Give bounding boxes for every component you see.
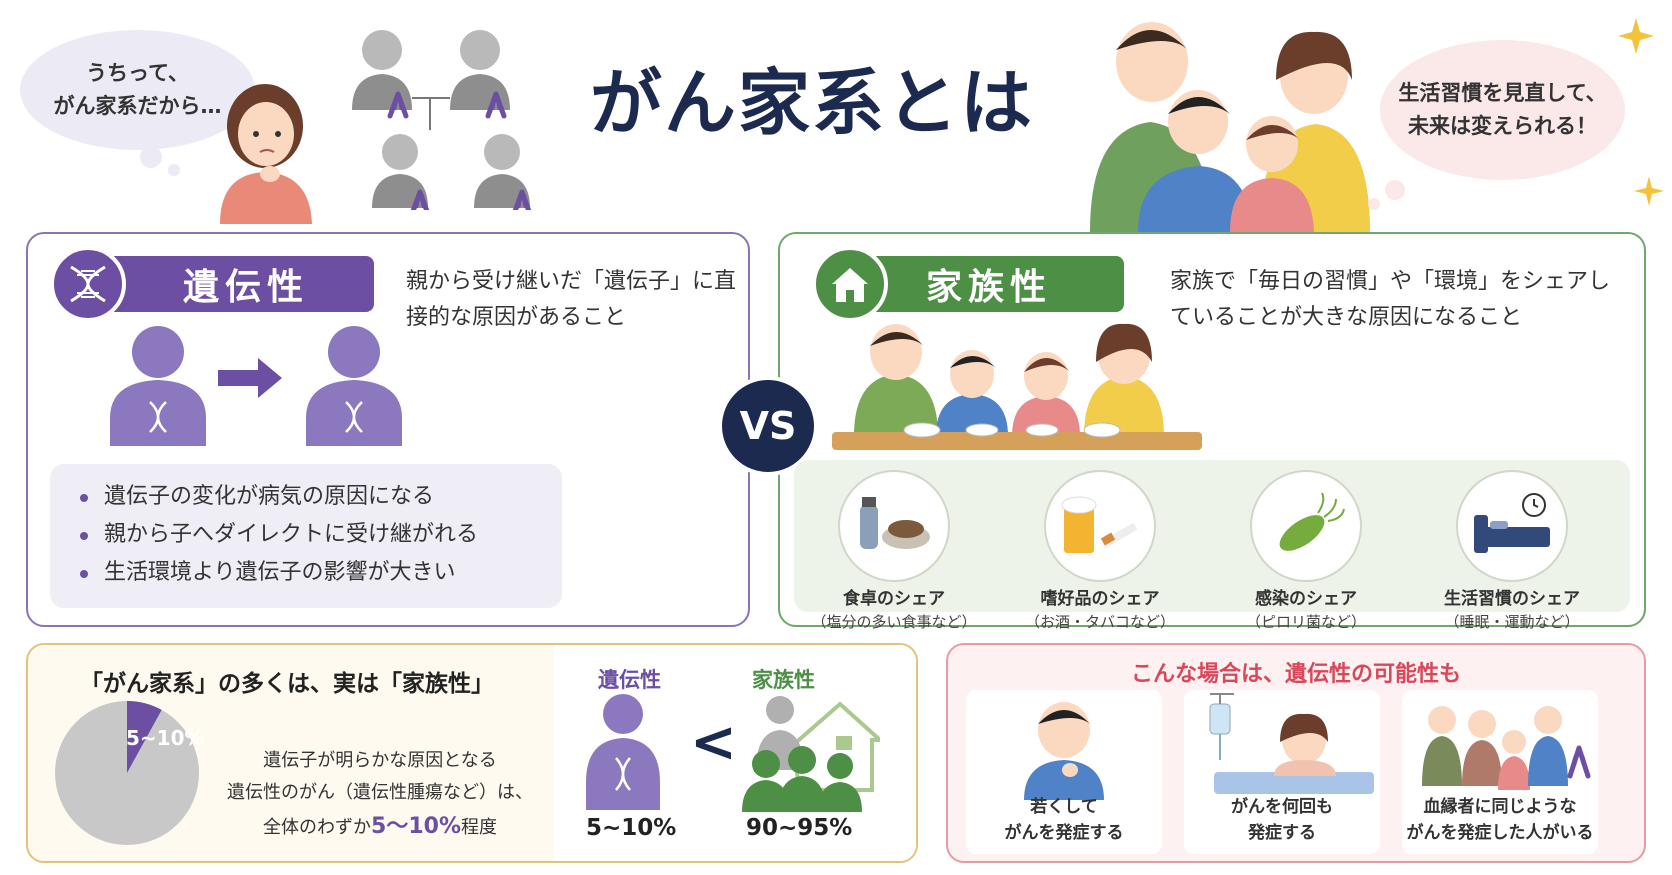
beer-cigarette-icon	[1044, 470, 1156, 582]
thought-bubble-right-text: 生活習慣を見直して、 未来は変えられる！	[1398, 81, 1607, 138]
vs-badge: VS	[718, 376, 818, 476]
salt-rice-icon	[838, 470, 950, 582]
case-text-line: 血縁者に同じような	[1423, 797, 1577, 817]
case-text: 若くして がんを発症する	[966, 795, 1162, 846]
ratio-heading: 「がん家系」の多くは、実は「家族性」	[80, 671, 494, 697]
case-card-young: 若くして がんを発症する	[966, 690, 1162, 854]
relatives-illustration	[1422, 706, 1591, 790]
case-text-line: がんを発症する	[1004, 822, 1124, 843]
case-text-line: がんを何回も	[1231, 797, 1333, 817]
ratio-text-percent: 5～10%	[371, 814, 461, 839]
familial-item-sub: （睡眠・運動など）	[1444, 613, 1580, 631]
compare-symbol: <	[690, 710, 737, 775]
familial-tag-label: 家族性	[926, 267, 1053, 308]
bubble-dot	[1368, 198, 1380, 210]
list-item: 生活環境より遺伝子の影響が大きい	[80, 554, 562, 592]
case-text-line: 若くして	[1030, 797, 1098, 817]
home-badge	[812, 246, 888, 322]
happy-family-illustration	[1090, 22, 1370, 232]
ratio-text-line: 全体のわずか5～10%程度	[220, 808, 540, 847]
bubble-dot	[140, 146, 162, 168]
bacteria-icon	[1250, 470, 1362, 582]
pie-label: 5~10%	[126, 726, 205, 750]
hereditary-description: 親から受け継いだ「遺伝子」に直接的な原因があること	[406, 269, 737, 331]
list-item: 親から子へダイレクトに受け継がれる	[80, 516, 562, 554]
familial-tag: 家族性	[848, 256, 1124, 312]
inheritance-illustration	[110, 326, 402, 446]
bed-clock-icon	[1456, 470, 1568, 582]
compare-familial-label: 家族性	[752, 668, 815, 692]
case-card-relatives: 血縁者に同じような がんを発症した人がいる	[1402, 690, 1598, 854]
familial-item-meals: 食卓のシェア （塩分の多い食事など）	[794, 460, 994, 632]
ratio-text-suffix: 程度	[460, 817, 497, 838]
case-text: がんを何回も 発症する	[1184, 795, 1380, 846]
dna-badge	[50, 246, 126, 322]
ratio-text-line: 遺伝子が明らかな原因となる	[263, 750, 497, 771]
ratio-text: 遺伝子が明らかな原因となる 遺伝性のがん（遺伝性腫瘍など）は、 全体のわずか5～…	[220, 745, 540, 847]
familial-item-label: 生活習慣のシェア	[1444, 589, 1580, 609]
thought-bubble-right: 生活習慣を見直して、 未来は変えられる！	[1380, 40, 1625, 180]
familial-item-sub: （ピロリ菌など）	[1245, 613, 1366, 631]
family-meal-illustration	[832, 323, 1202, 450]
home-icon	[832, 268, 868, 302]
case-text: 血縁者に同じような がんを発症した人がいる	[1402, 795, 1598, 846]
thought-bubble-left: うちって、 がん家系だから…	[20, 30, 255, 150]
familial-item-sub: （塩分の多い食事など）	[811, 613, 977, 631]
familial-item-vices: 嗜好品のシェア （お酒・タバコなど）	[1000, 460, 1200, 632]
hereditary-tag-label: 遺伝性	[183, 267, 310, 308]
dna-icon	[70, 265, 106, 303]
compare-familial-value: 90~95%	[746, 815, 853, 841]
familial-item-sub: （お酒・タバコなど）	[1024, 613, 1175, 631]
familial-item-label: 感染のシェア	[1255, 589, 1357, 609]
ratio-text-prefix: 全体のわずか	[263, 817, 372, 838]
ratio-text-line: 遺伝性のがん（遺伝性腫瘍など）は、	[227, 781, 533, 803]
sparkle-icon	[1618, 18, 1654, 54]
bubble-dot	[1385, 180, 1405, 200]
familial-items: 食卓のシェア （塩分の多い食事など） 嗜好品のシェア （お酒・タバコなど） 感染…	[794, 460, 1630, 631]
compare-hereditary-value: 5~10%	[586, 815, 677, 841]
ratio-pie-chart	[55, 701, 199, 845]
cases-heading: こんな場合は、遺伝性の可能性も	[1130, 662, 1461, 687]
worried-woman-illustration	[220, 84, 312, 224]
familial-item-label: 嗜好品のシェア	[1040, 589, 1160, 609]
familial-item-lifestyle: 生活習慣のシェア （睡眠・運動など）	[1412, 460, 1612, 632]
bubble-dot	[168, 164, 180, 176]
sparkle-icon	[1634, 176, 1664, 206]
list-item: 遺伝子の変化が病気の原因になる	[80, 478, 562, 516]
familial-item-infection: 感染のシェア （ピロリ菌など）	[1206, 460, 1406, 632]
familial-item-label: 食卓のシェア	[843, 589, 945, 609]
hereditary-person-icon	[586, 694, 660, 810]
hereditary-tag: 遺伝性	[78, 256, 374, 312]
case-text-line: 発症する	[1248, 822, 1316, 843]
case-card-repeated: がんを何回も 発症する	[1184, 690, 1380, 854]
familial-description: 家族で「毎日の習慣」や「環境」をシェアしていることが大きな原因になること	[1170, 269, 1611, 331]
page-title: がん家系とは	[590, 61, 1035, 145]
thought-bubble-left-text: うちって、 がん家系だから…	[53, 61, 222, 118]
pie-slice-hereditary	[127, 701, 162, 773]
compare-hereditary-label: 遺伝性	[598, 668, 661, 692]
case-text-line: がんを発症した人がいる	[1406, 822, 1594, 843]
family-house-icon	[742, 696, 880, 812]
young-man-thinking-illustration	[1024, 702, 1104, 800]
hospital-patient-illustration	[1209, 693, 1374, 794]
family-tree-illustration	[352, 30, 532, 210]
hereditary-points: 遺伝子の変化が病気の原因になる 親から子へダイレクトに受け継がれる 生活環境より…	[50, 464, 562, 608]
